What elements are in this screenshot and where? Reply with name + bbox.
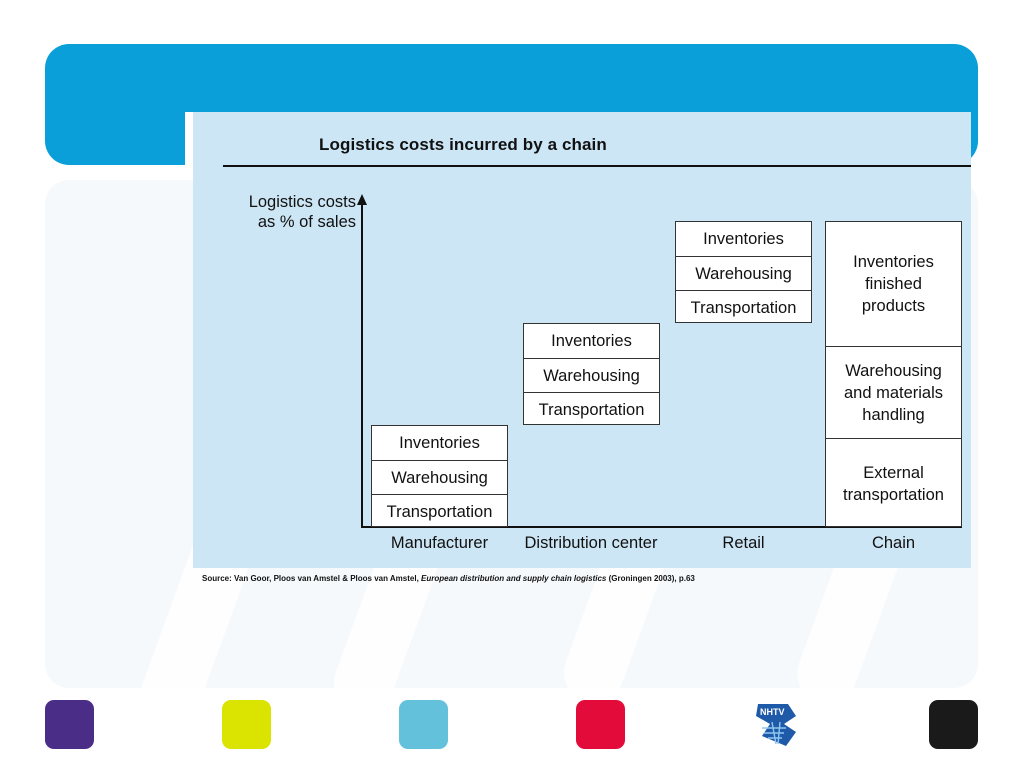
segment-line: transportation <box>843 485 944 504</box>
category-retail: Retail <box>722 534 765 552</box>
segment-line: Warehousing <box>845 361 942 380</box>
logistics-costs-diagram: Logistics costs incurred by a chain Logi… <box>193 112 971 568</box>
stack-distribution-center: Inventories Warehousing Transportation <box>523 323 660 425</box>
nhtv-logo-icon: NHTV <box>756 704 796 746</box>
stack-chain: Inventories finished products Warehousin… <box>825 221 962 527</box>
y-axis-label: Logistics costs as % of sales <box>213 192 356 232</box>
source-citation: Source: Van Goor, Ploos van Amstel & Plo… <box>202 574 695 583</box>
category-manufacturer: Manufacturer <box>390 534 489 552</box>
segment-line: External <box>863 463 924 482</box>
segment-line: handling <box>862 405 925 424</box>
purple-swatch <box>45 700 94 749</box>
segment-external-transportation: External transportation <box>826 438 961 528</box>
category-chain: Chain <box>871 534 916 552</box>
yellow-swatch <box>222 700 271 749</box>
source-suffix: (Groningen 2003), p.63 <box>606 574 695 583</box>
x-axis <box>361 526 962 528</box>
segment-line: and materials <box>843 383 944 402</box>
stack-manufacturer: Inventories Warehousing Transportation <box>371 425 508 527</box>
diagram-title: Logistics costs incurred by a chain <box>319 135 607 154</box>
segment-inventories: Inventories <box>551 332 632 350</box>
y-axis-arrow <box>357 194 367 205</box>
segment-warehousing: Warehousing <box>524 358 659 392</box>
segment-line: finished <box>865 275 922 293</box>
light-blue-swatch <box>399 700 448 749</box>
source-title: European distribution and supply chain l… <box>421 574 607 583</box>
y-axis <box>361 204 363 527</box>
logo-text: NHTV <box>760 707 785 717</box>
y-axis-label-line2: as % of sales <box>257 213 356 231</box>
category-distribution-center: Distribution center <box>524 534 658 552</box>
source-prefix: Source: Van Goor, Ploos van Amstel & Plo… <box>202 574 422 583</box>
segment-inventories: Inventories <box>399 434 480 452</box>
segment-inventories-finished-products: Inventories finished products <box>826 222 961 346</box>
segment-transportation: Transportation <box>676 290 811 324</box>
segment-warehousing: Warehousing <box>372 460 507 494</box>
stack-retail: Inventories Warehousing Transportation <box>675 221 812 323</box>
black-swatch <box>929 700 978 749</box>
segment-warehousing: Warehousing <box>676 256 811 290</box>
title-rule <box>223 165 971 167</box>
red-swatch <box>576 700 625 749</box>
segment-line: Inventories <box>853 253 934 271</box>
segment-transportation: Transportation <box>524 392 659 426</box>
segment-inventories: Inventories <box>703 230 784 248</box>
segment-warehousing-materials-handling: Warehousing and materials handling <box>826 346 961 438</box>
y-axis-label-line1: Logistics costs <box>248 193 356 211</box>
segment-line: products <box>861 297 926 315</box>
segment-transportation: Transportation <box>372 494 507 528</box>
